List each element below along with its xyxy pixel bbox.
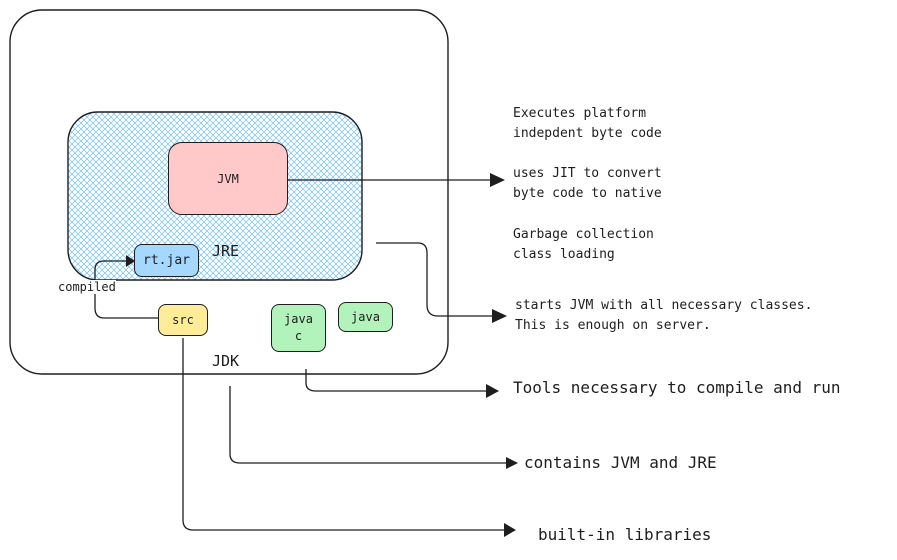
arrowhead-jdk-contains bbox=[506, 457, 518, 469]
arrowhead-src-rtjar bbox=[126, 255, 135, 267]
rtjar-label: rt.jar bbox=[143, 253, 190, 268]
jvm-note-line4: byte code to native bbox=[513, 186, 662, 201]
jvm-box[interactable]: JVM bbox=[168, 142, 288, 215]
arrowhead-javac-tools bbox=[486, 384, 499, 398]
jre-note-line2: This is enough on server. bbox=[515, 318, 711, 333]
rtjar-box[interactable]: rt.jar bbox=[134, 244, 199, 277]
jvm-note-line5: Garbage collection bbox=[513, 227, 654, 242]
tools-note: Tools necessary to compile and run bbox=[513, 378, 841, 397]
connector-jdk-contains bbox=[229, 386, 506, 464]
jdk-contains-note: contains JVM and JRE bbox=[524, 453, 717, 472]
connector-javac-tools bbox=[305, 369, 486, 392]
javac-box[interactable]: java c bbox=[271, 304, 326, 352]
jvm-note-line1: Executes platform bbox=[513, 106, 647, 121]
jvm-note-line3: uses JIT to convert bbox=[513, 166, 662, 181]
libraries-note: built-in libraries bbox=[538, 525, 712, 544]
connector-src-libraries bbox=[182, 338, 504, 531]
jvm-note-line6: class loading bbox=[513, 247, 615, 262]
jvm-label: JVM bbox=[217, 171, 239, 186]
jdk-label: JDK bbox=[212, 352, 240, 370]
jre-label: JRE bbox=[212, 242, 240, 260]
java-label: java bbox=[351, 310, 380, 324]
compiled-label: compiled bbox=[58, 280, 116, 294]
javac-label-line1: java bbox=[284, 312, 313, 326]
src-box[interactable]: src bbox=[158, 304, 208, 336]
connector-jre-notes bbox=[376, 242, 492, 317]
java-box[interactable]: java bbox=[338, 302, 393, 332]
jdk-container[interactable] bbox=[9, 9, 449, 375]
src-label: src bbox=[172, 313, 194, 327]
arrowhead-jvm-notes bbox=[490, 173, 505, 187]
javac-label-line2: c bbox=[294, 329, 303, 343]
arrowhead-src-libraries bbox=[504, 523, 516, 537]
jvm-note-line2: indepdent byte code bbox=[513, 126, 662, 141]
jre-note-line1: starts JVM with all necessary classes. bbox=[515, 298, 813, 313]
arrowhead-jre-notes bbox=[492, 309, 507, 323]
